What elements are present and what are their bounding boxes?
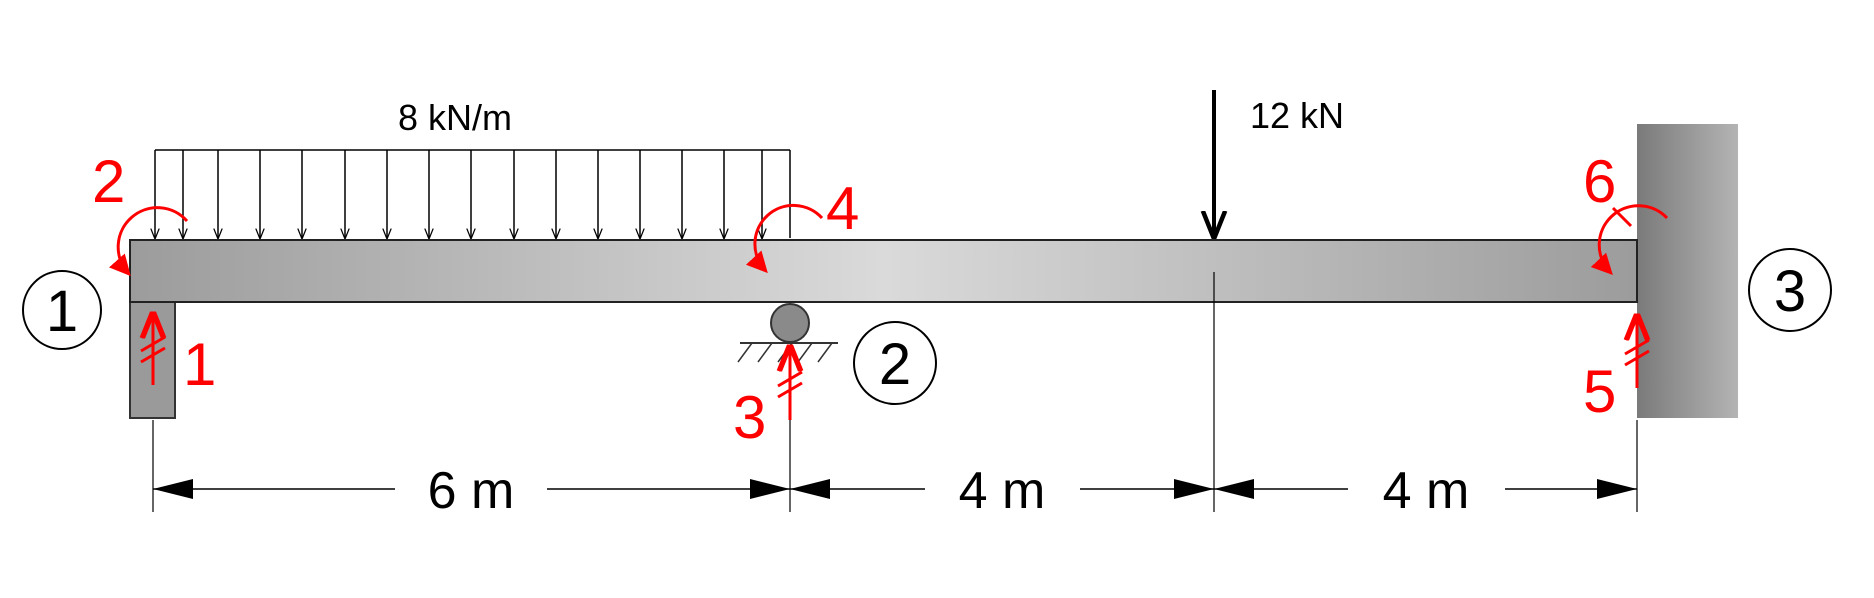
point-load-label: 12 kN: [1250, 95, 1344, 136]
roller-support: [737, 303, 838, 363]
dof-number-6: 6: [1583, 148, 1616, 215]
beam: [129, 239, 1638, 303]
node-label-3: 3: [1748, 248, 1832, 332]
dimension-span1: 6 m: [428, 462, 515, 520]
dof-translation-3: [778, 347, 802, 420]
dof-rotation-2: [109, 206, 189, 277]
distributed-load-label: 8 kN/m: [398, 97, 512, 138]
dof-number-3: 3: [733, 384, 766, 451]
dof-number-2: 2: [92, 148, 125, 215]
dof-number-4: 4: [826, 175, 859, 242]
svg-text:1: 1: [46, 279, 78, 344]
dof-rotation-6: [1590, 204, 1669, 276]
dof-rotation-4: [745, 203, 824, 274]
dof-translation-1: [141, 314, 165, 385]
node-label-1: 1: [22, 270, 102, 350]
svg-text:3: 3: [1774, 259, 1806, 324]
fixed-wall-support: [1637, 124, 1738, 418]
dof-number-5: 5: [1583, 358, 1616, 425]
dimension-span2: 4 m: [959, 462, 1046, 520]
dof-number-1: 1: [183, 331, 216, 398]
node-label-2: 2: [853, 321, 937, 405]
dimension-span3: 4 m: [1383, 462, 1470, 520]
distributed-load: [155, 149, 791, 238]
svg-text:2: 2: [879, 332, 911, 397]
dof-translation-5: [1625, 316, 1649, 388]
